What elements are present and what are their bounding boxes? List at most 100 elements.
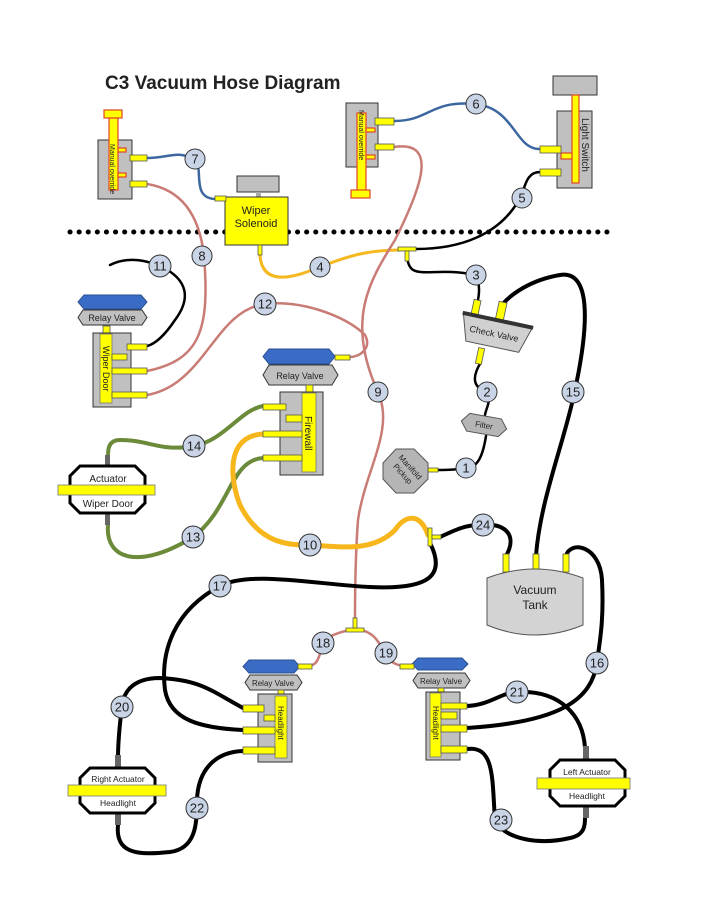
left-relay-valve-label: Relay Valve	[420, 677, 463, 686]
hose-22	[115, 749, 245, 856]
left-headlight-actuator: Left Actuator Headlight	[536, 746, 631, 818]
hose-23	[465, 746, 587, 843]
tee-fitting-upper	[397, 246, 417, 252]
hose-label-13: 13	[181, 525, 205, 549]
svg-text:3: 3	[472, 268, 479, 283]
hose-14	[106, 404, 265, 458]
wiper-solenoid-label-2: Solenoid	[235, 218, 278, 230]
hose-label-6: 6	[465, 93, 487, 115]
hose-label-14: 14	[182, 434, 206, 458]
right-headlight-relay: Relay Valve Headlight	[242, 659, 313, 763]
wiper-actuator-top-label: Actuator	[89, 474, 127, 485]
wiper-relay-body-label: Wiper Door	[101, 346, 111, 392]
filter-label: Filter	[474, 420, 493, 432]
firewall-relay-valve-label: Relay Valve	[276, 371, 323, 381]
hose-label-11: 11	[148, 254, 172, 278]
hose-label-7: 7	[184, 148, 206, 170]
hose-label-24: 24	[471, 513, 495, 537]
hose-6	[392, 102, 542, 151]
svg-text:11: 11	[153, 259, 167, 274]
hose-label-2: 2	[476, 381, 498, 403]
svg-text:9: 9	[374, 385, 381, 400]
wiper-relay-valve-label: Relay Valve	[88, 313, 135, 323]
left-relay-body-label: Headlight	[431, 706, 440, 741]
hose-label-22: 22	[185, 796, 209, 820]
check-valve: Check Valve	[462, 298, 534, 365]
hose-16	[465, 545, 605, 730]
hose-label-3: 3	[465, 264, 487, 286]
left-actuator-bottom-label: Headlight	[569, 791, 606, 801]
left-headlight-relay: Relay Valve Headlight	[399, 657, 471, 761]
svg-text:24: 24	[476, 518, 490, 533]
svg-text:10: 10	[303, 538, 317, 553]
hose-label-5: 5	[511, 187, 533, 209]
wiper-switch-label: Manual override	[108, 144, 115, 194]
tee-fitting-headlight	[345, 627, 365, 633]
svg-text:17: 17	[213, 579, 227, 594]
hose-label-18: 18	[311, 631, 335, 655]
svg-text:15: 15	[566, 385, 580, 400]
wiper-solenoid: Wiper Solenoid	[214, 175, 289, 256]
svg-text:21: 21	[510, 685, 524, 700]
tee-fitting-tank	[427, 527, 433, 547]
svg-text:22: 22	[190, 801, 204, 816]
svg-text:18: 18	[316, 636, 330, 651]
hose-label-9: 9	[367, 381, 389, 403]
svg-text:5: 5	[518, 191, 525, 206]
svg-text:12: 12	[258, 297, 272, 312]
svg-text:16: 16	[590, 656, 604, 671]
hose-5	[414, 170, 542, 251]
hose-label-10: 10	[298, 533, 322, 557]
hoses	[105, 102, 605, 856]
hose-9	[353, 145, 423, 622]
hose-17	[162, 543, 438, 732]
right-relay-body-label: Headlight	[276, 706, 285, 741]
vacuum-tank: Vacuum Tank	[486, 553, 584, 636]
hose-12	[145, 302, 369, 397]
light-switch: Light Switch	[539, 75, 598, 189]
hose-4	[258, 248, 402, 279]
left-actuator-top-label: Left Actuator	[563, 767, 611, 777]
vacuum-tank-label-1: Vacuum	[513, 583, 556, 597]
manifold-pickup: Manifold Pickup	[382, 448, 439, 494]
diagram-title: C3 Vacuum Hose Diagram	[105, 73, 340, 94]
headlight-switch-label: Manual override	[357, 110, 364, 160]
hose-label-17: 17	[208, 574, 232, 598]
hose-label-20: 20	[110, 695, 134, 719]
svg-text:6: 6	[472, 97, 479, 112]
filter: Filter	[460, 412, 508, 438]
wiper-solenoid-label-1: Wiper	[242, 205, 271, 217]
light-switch-label: Light Switch	[579, 118, 590, 172]
right-actuator-bottom-label: Headlight	[100, 798, 137, 808]
wiper-door-relay: Relay Valve Wiper Door	[77, 294, 148, 408]
wiper-actuator-bottom-label: Wiper Door	[83, 499, 134, 510]
right-headlight-actuator: Right Actuator Headlight	[67, 755, 167, 825]
svg-text:7: 7	[191, 152, 198, 167]
hose-label-12: 12	[253, 292, 277, 316]
svg-text:23: 23	[494, 813, 508, 828]
tee-fitting-upper-stem	[404, 250, 410, 262]
svg-text:13: 13	[186, 530, 200, 545]
hose-label-1: 1	[455, 457, 477, 479]
right-actuator-top-label: Right Actuator	[91, 774, 145, 784]
firewall-relay-body-label: Firewall	[302, 416, 313, 450]
svg-text:2: 2	[483, 385, 490, 400]
hose-label-19: 19	[374, 641, 398, 665]
wiper-door-actuator: Actuator Wiper Door	[57, 455, 156, 525]
svg-text:20: 20	[115, 700, 129, 715]
headlight-switch: Manual override	[345, 102, 395, 199]
svg-text:1: 1	[462, 461, 469, 476]
firewall-relay: Relay Valve Firewall	[262, 348, 351, 476]
hose-label-15: 15	[561, 380, 585, 404]
right-relay-valve-label: Relay Valve	[252, 679, 295, 688]
vacuum-tank-label-2: Tank	[522, 598, 548, 612]
hose-20	[116, 676, 245, 760]
tee-fitting-tank-stem	[431, 534, 442, 540]
hose-11	[108, 258, 187, 348]
hose-label-4: 4	[309, 256, 331, 278]
wiper-switch: Manual override	[97, 109, 148, 200]
svg-text:4: 4	[316, 260, 323, 275]
hose-15	[500, 272, 587, 558]
svg-text:14: 14	[187, 439, 201, 454]
